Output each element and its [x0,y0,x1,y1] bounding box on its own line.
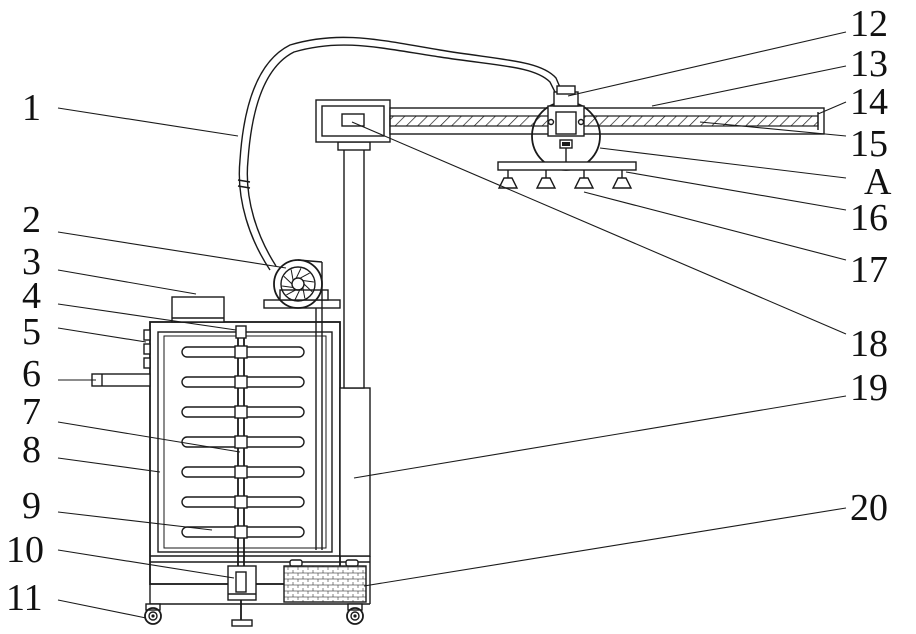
label-16: 16 [850,197,888,239]
label-10: 10 [6,529,44,571]
suction-cup [575,178,593,188]
suction-cup-plate [498,162,636,188]
storage-box [284,560,366,602]
blade-hub [235,406,247,418]
blade-hub [235,466,247,478]
bottom-drive-motor [228,566,256,626]
fan-spoke [291,270,293,281]
fan-spoke [303,280,314,281]
wheels [145,604,363,624]
outlet-pipe [92,374,150,386]
blade-hub [235,346,247,358]
label-15: 15 [850,123,888,165]
fan-spoke [300,273,310,278]
blade-hub [235,496,247,508]
label-12: 12 [850,3,888,45]
blade-hub [235,526,247,538]
suction-fan [264,260,340,308]
stirring-blades [182,346,304,538]
vertical-column [338,142,370,556]
label-8: 8 [22,429,41,471]
part-labels: 1 2 3 4 5 6 7 8 9 10 11 12 13 14 15 A 16… [6,3,892,619]
blade-hub [235,436,247,448]
fan-spoke [284,276,292,284]
control-buttons [144,330,150,368]
label-1: 1 [22,87,41,129]
label-9: 9 [22,485,41,527]
suction-cup [537,178,555,188]
label-19: 19 [850,367,888,409]
label-20: 20 [850,487,888,529]
label-17: 17 [850,249,888,291]
label-13: 13 [850,43,888,85]
suction-cup [613,178,631,188]
label-2: 2 [22,199,41,241]
label-7: 7 [22,391,41,433]
label-6: 6 [22,353,41,395]
hose-pipe [238,37,562,270]
fan-spoke [282,286,293,287]
label-18: 18 [850,323,888,365]
label-14: 14 [850,81,888,123]
top-motor [172,297,224,322]
label-5: 5 [22,311,41,353]
blade-hub [235,376,247,388]
fan-spoke [296,268,301,278]
cabinet [150,322,370,604]
label-11: 11 [6,577,43,619]
